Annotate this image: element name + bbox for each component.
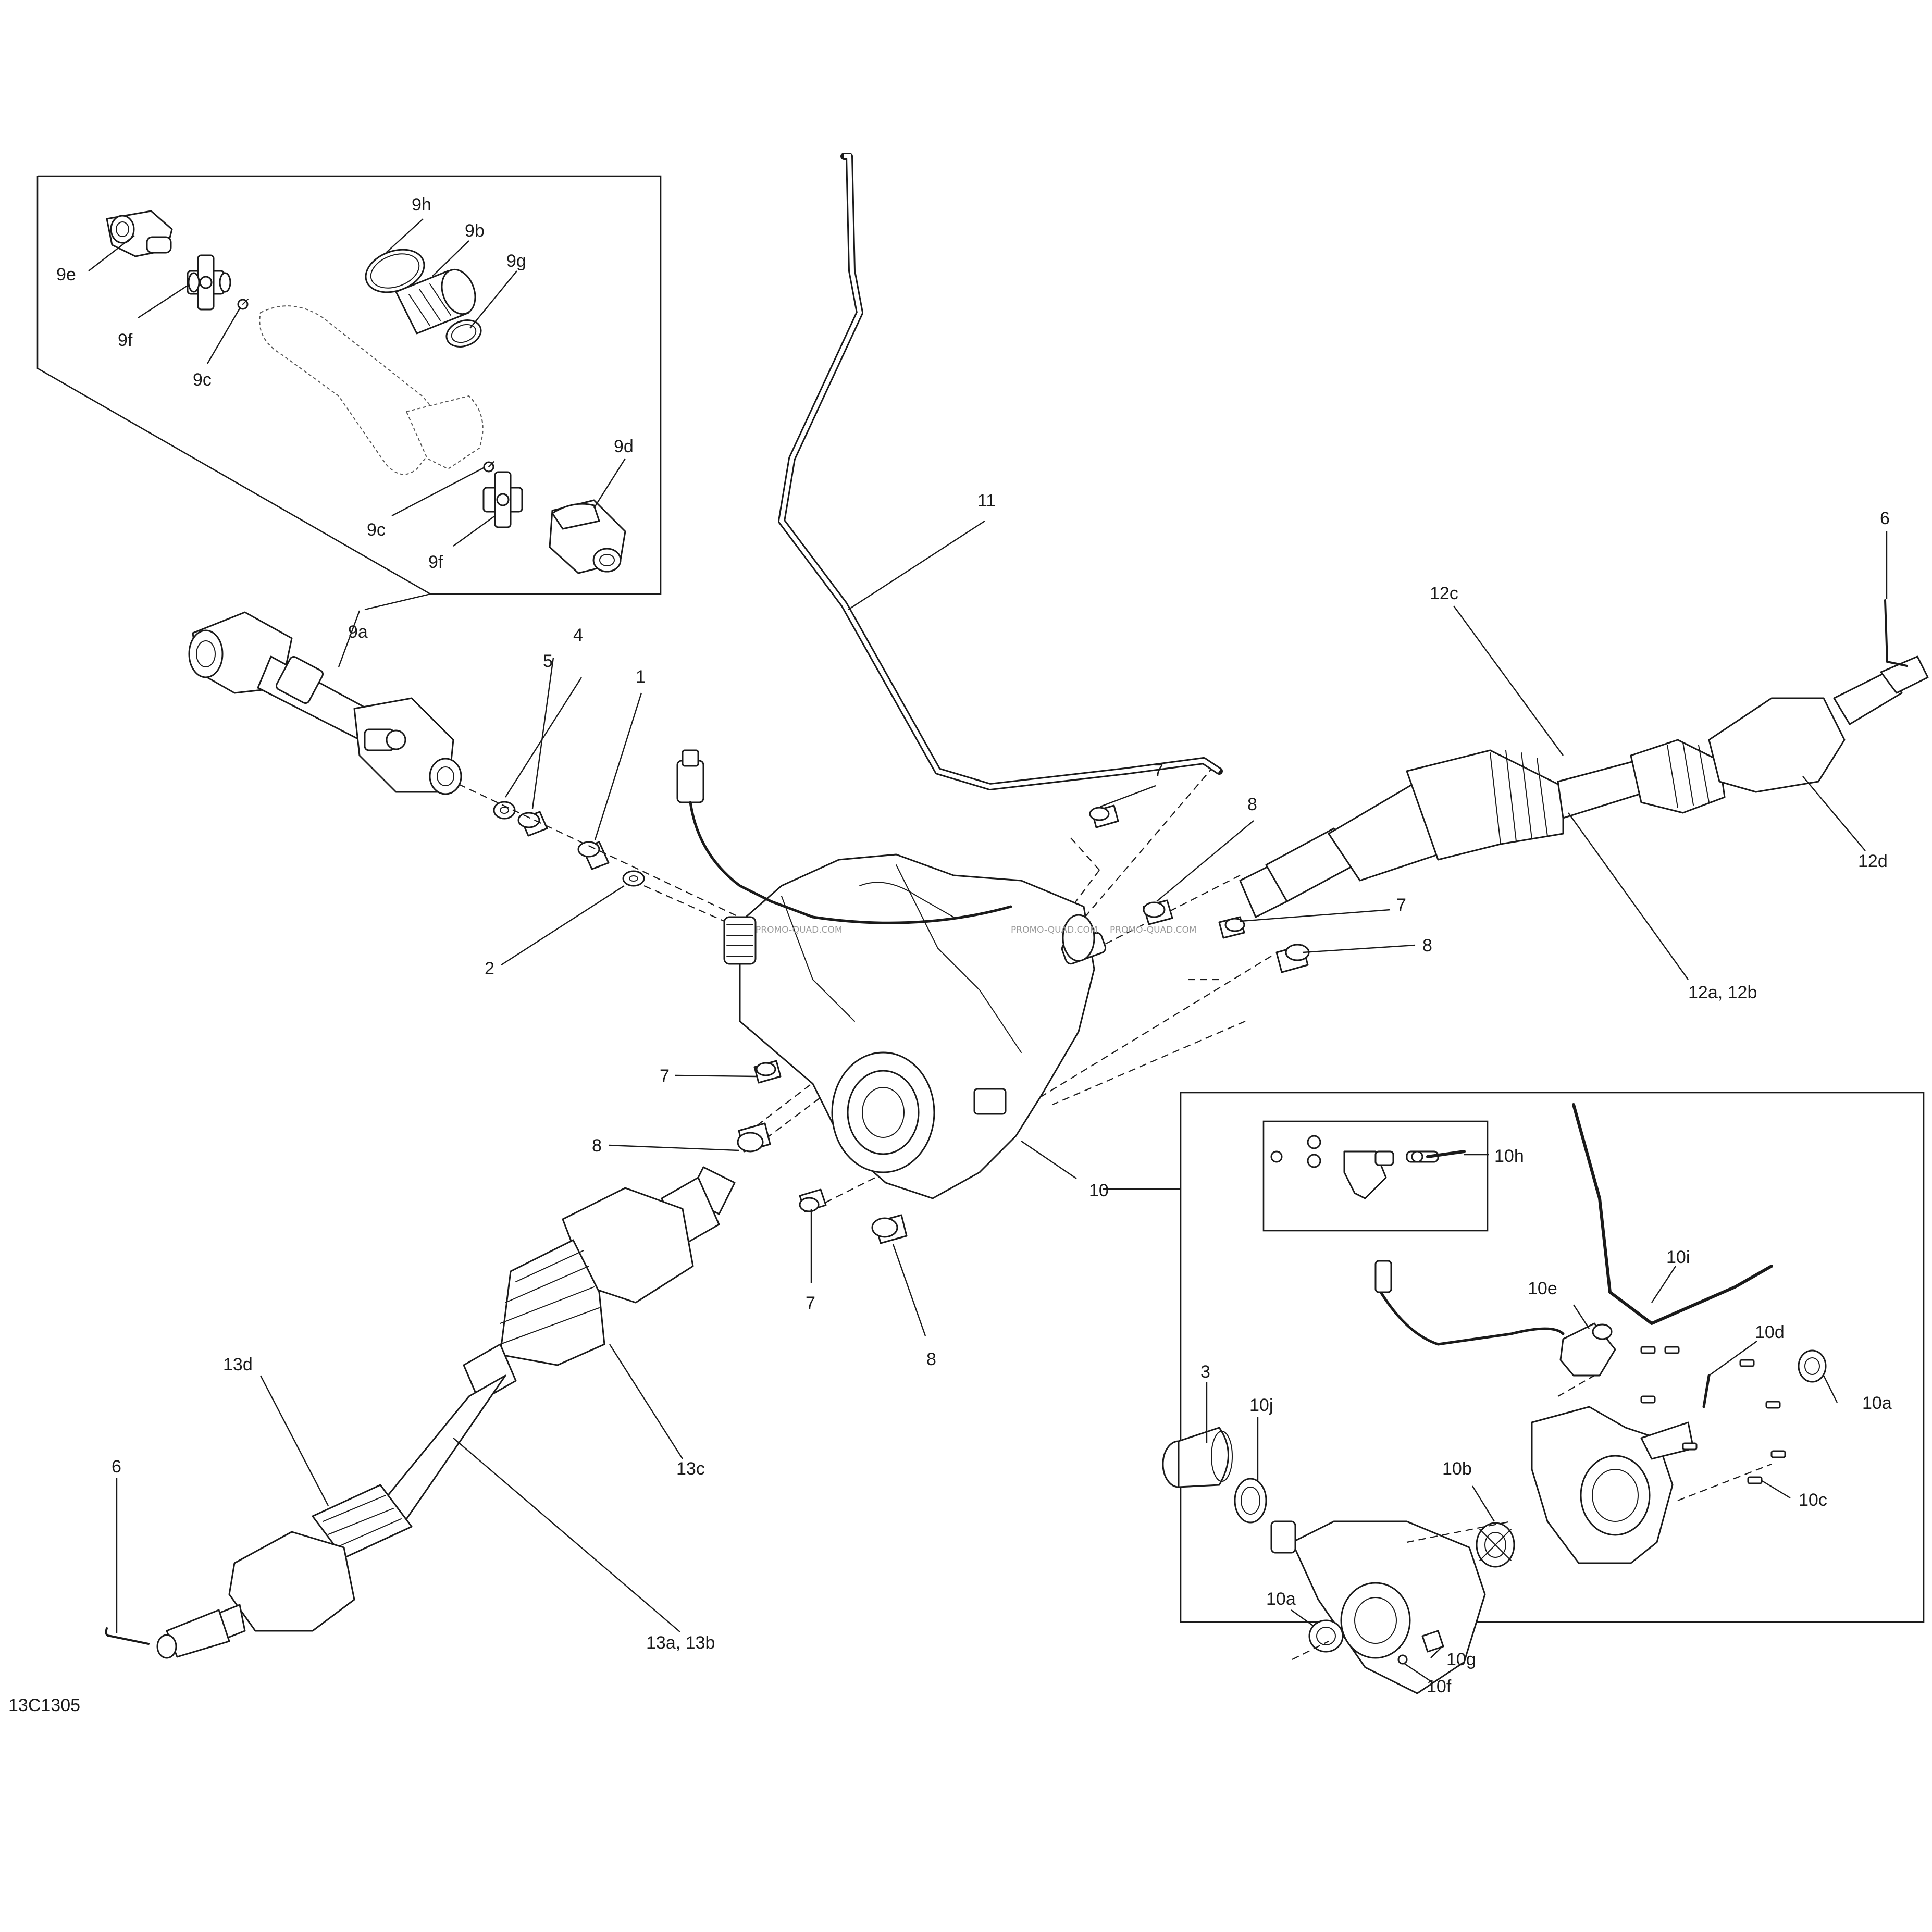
vent-tube-11-part xyxy=(778,153,1223,790)
watermark-text-3: PROMO-QUAD.COM xyxy=(1110,925,1197,935)
bolt-8-bottom-part xyxy=(871,1214,908,1244)
plug-10g-part xyxy=(1421,1630,1444,1653)
callout-10b: 10b xyxy=(1442,1459,1472,1479)
screw-10f-part xyxy=(1397,1654,1408,1665)
grease-fitting-9c-bottom xyxy=(483,461,494,473)
bolt-7-bottom-part xyxy=(799,1188,827,1212)
callout-6-left: 6 xyxy=(112,1457,121,1477)
callout-8-left: 8 xyxy=(592,1136,602,1156)
callout-7-top: 7 xyxy=(1154,761,1163,781)
callout-10a-right: 10a xyxy=(1862,1393,1892,1413)
bolt-1-part xyxy=(577,841,610,870)
callout-8-top: 8 xyxy=(1247,795,1257,814)
seal-10a-right-part xyxy=(1798,1349,1827,1383)
callout-9b: 9b xyxy=(465,221,485,241)
callout-9e: 9e xyxy=(56,265,76,284)
callout-10i: 10i xyxy=(1666,1247,1690,1267)
callout-10c: 10c xyxy=(1799,1490,1827,1510)
callout-9c-top: 9c xyxy=(193,370,212,390)
callout-12d: 12d xyxy=(1858,851,1888,871)
callout-13d: 13d xyxy=(223,1355,253,1374)
callout-5: 5 xyxy=(543,651,553,671)
small-bolts-10c-part xyxy=(1640,1346,1786,1484)
callout-labels: 9h 9b 9g 9e 9f 9c 9d 9c 9f 9a 11 5 4 1 2… xyxy=(8,195,1892,1715)
bushing-3-part xyxy=(1162,1427,1233,1488)
bolt-8-right-top-part xyxy=(1143,899,1173,925)
callout-13a-13b: 13a, 13b xyxy=(646,1633,715,1653)
boot-9b-part xyxy=(395,268,476,335)
washer-5-part xyxy=(493,801,516,820)
bolt-7-left-part xyxy=(753,1060,782,1084)
callout-10: 10 xyxy=(1089,1181,1109,1200)
callout-9f-bottom: 9f xyxy=(428,552,443,572)
callout-10g: 10g xyxy=(1446,1650,1476,1669)
gear-10b-part xyxy=(1476,1522,1515,1568)
propeller-shaft-detail-inset xyxy=(36,175,662,611)
inset10-dashed-lines xyxy=(1292,1375,1772,1660)
drive-shaft-left-13-part xyxy=(156,1166,736,1659)
callout-10j: 10j xyxy=(1249,1395,1273,1415)
differential-detail-inset xyxy=(1103,1092,1925,1623)
callout-7-bottom: 7 xyxy=(806,1293,815,1313)
diagram-code: 13C1305 xyxy=(8,1695,80,1715)
main-leader-lines xyxy=(116,520,1888,1682)
callout-1: 1 xyxy=(636,667,646,687)
callout-12c: 12c xyxy=(1430,584,1458,603)
callout-10a-left: 10a xyxy=(1266,1589,1296,1609)
callout-10d: 10d xyxy=(1755,1322,1785,1342)
bolt-4-part xyxy=(517,811,548,837)
callout-8-bottom: 8 xyxy=(926,1349,936,1369)
callout-6-right: 6 xyxy=(1880,509,1890,528)
callout-10h: 10h xyxy=(1494,1146,1524,1166)
watermark-text-2: PROMO-QUAD.COM xyxy=(1011,925,1098,935)
bolt-8-left-part xyxy=(737,1122,771,1153)
callout-10f: 10f xyxy=(1427,1677,1452,1696)
callout-8-right: 8 xyxy=(1422,936,1432,956)
sensor-connector-part xyxy=(676,749,1012,924)
callout-9h: 9h xyxy=(412,195,431,215)
diff-inner-housing-part xyxy=(1270,1520,1486,1694)
callout-4: 4 xyxy=(573,625,583,645)
cotter-pin-6-left-part xyxy=(105,1627,150,1645)
callout-9g: 9g xyxy=(506,251,526,271)
callout-2: 2 xyxy=(485,959,494,979)
callout-9d: 9d xyxy=(614,437,634,456)
drive-shaft-right-12-part xyxy=(1239,655,1929,918)
bolt-7-right-part xyxy=(1218,916,1245,939)
callout-9a: 9a xyxy=(348,622,368,642)
callout-3: 3 xyxy=(1200,1362,1210,1382)
actuator-10e-part xyxy=(1374,1260,1616,1377)
cotter-pin-6-right-part xyxy=(1884,599,1908,667)
callout-13c: 13c xyxy=(676,1459,705,1479)
diff-cover-part xyxy=(1531,1406,1694,1564)
callout-11: 11 xyxy=(977,491,996,511)
vent-tube-10i-part xyxy=(1572,1103,1773,1325)
universal-joint-cross-9f-top xyxy=(187,254,231,311)
callout-10e: 10e xyxy=(1528,1279,1557,1298)
drive-shaft-ghost-part xyxy=(259,305,484,475)
callout-7-left: 7 xyxy=(660,1066,670,1086)
watermark-text-1: PROMO-QUAD.COM xyxy=(756,925,843,935)
propeller-shaft-9a-part xyxy=(188,611,462,795)
callout-7-right: 7 xyxy=(1396,895,1406,915)
seal-10a-left-part xyxy=(1308,1619,1344,1653)
front-differential-housing-part: PROMO-QUAD.COM PROMO-QUAD.COM PROMO-QUAD… xyxy=(723,853,1197,1199)
callout-9c-bottom: 9c xyxy=(367,520,386,540)
callout-12a-12b: 12a, 12b xyxy=(1688,983,1757,1002)
washer-2-part xyxy=(622,870,645,887)
sensor-10d-part xyxy=(1702,1374,1711,1408)
yoke-9d-part xyxy=(549,499,626,574)
callout-9f-top: 9f xyxy=(118,330,133,350)
seal-10j-part xyxy=(1234,1478,1267,1524)
clamp-9g-part xyxy=(445,319,482,348)
bolt-8-right-part xyxy=(1275,944,1310,973)
universal-joint-cross-9f-bottom xyxy=(482,471,523,528)
shift-fork-10h-part xyxy=(1270,1135,1489,1199)
bolt-7-top-part xyxy=(1089,804,1119,828)
inset-leader-lines xyxy=(88,218,626,547)
grease-fitting-9c-top xyxy=(237,299,249,310)
